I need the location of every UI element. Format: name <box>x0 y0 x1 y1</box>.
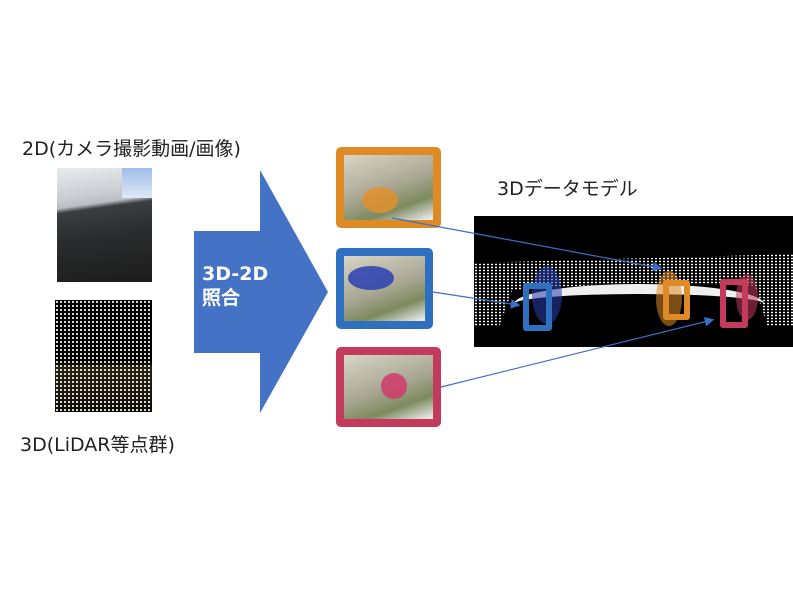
arrow-text-line2: 照合 <box>202 287 241 309</box>
orange-detection-image <box>336 147 441 228</box>
bridge-photo <box>57 168 152 282</box>
label-3d: 3D(LiDAR等点群) <box>20 434 175 456</box>
lidar-point-cloud-image <box>55 300 152 412</box>
arrow-text-line1: 3D-2D <box>202 263 269 285</box>
match-arrow <box>194 170 328 413</box>
arrow-text: 3D-2D 照合 <box>202 262 268 310</box>
label-3d-model: 3Dデータモデル <box>497 178 638 200</box>
red-detection-image <box>336 347 441 427</box>
label-2d: 2D(カメラ撮影動画/画像) <box>22 138 241 160</box>
blue-link-arrow <box>432 291 521 309</box>
3d-data-model <box>474 216 793 347</box>
red-link-arrow <box>440 317 715 388</box>
blue-detection-image <box>336 248 433 329</box>
orange-link-arrow <box>391 217 663 272</box>
